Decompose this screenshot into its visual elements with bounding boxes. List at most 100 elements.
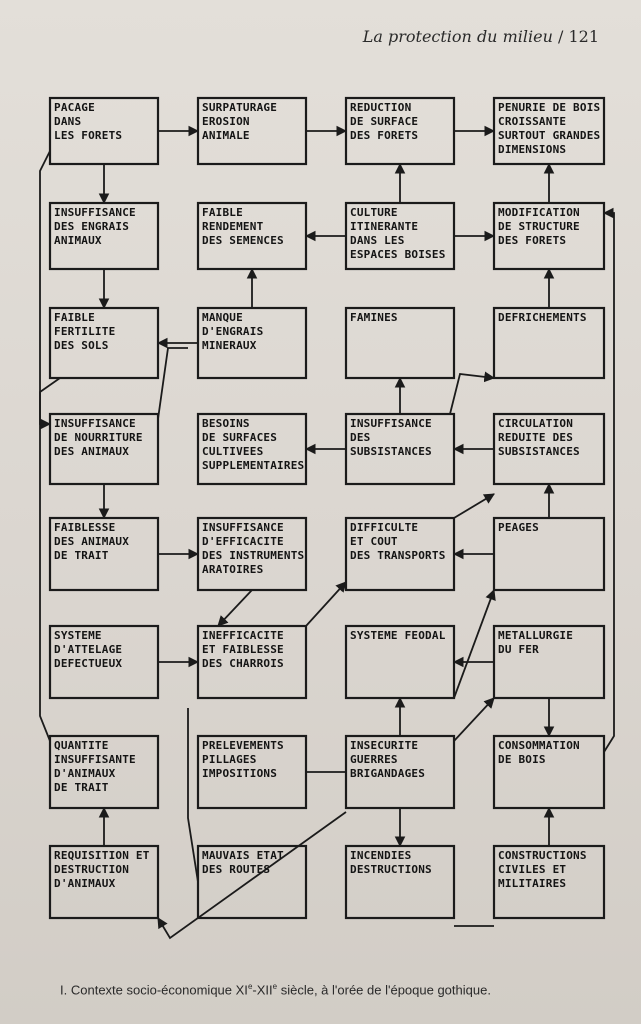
box-label-line: DES SOLS	[54, 339, 109, 352]
link-inefficacite-difficulte	[305, 581, 347, 627]
box-label-line: DE STRUCTURE	[498, 220, 580, 233]
box-frame	[196, 96, 308, 166]
box-frame	[492, 201, 606, 271]
box-label-line: DES ROUTES	[202, 863, 270, 876]
box-label-line: SUBSISTANCES	[350, 445, 432, 458]
box-frame	[344, 96, 456, 166]
box-frame	[48, 306, 160, 380]
box-frame	[196, 844, 308, 920]
box-label-line: DES FORETS	[350, 129, 418, 142]
box-label-line: DANS LES	[350, 234, 405, 247]
box-label-line: CIVILES ET	[498, 863, 566, 876]
box-frame	[196, 734, 308, 810]
caption-sup-a: e	[247, 982, 253, 991]
caption-number: I.	[60, 982, 68, 998]
box-label-line: DES CHARROIS	[202, 657, 284, 670]
box-label-line: QUANTITE	[54, 739, 109, 752]
box-label-line: SYSTEME FEODAL	[350, 629, 446, 642]
box-frame	[196, 624, 308, 700]
box-label-line: ESPACES BOISES	[350, 248, 446, 261]
box-label-line: D'ANIMAUX	[54, 767, 116, 780]
box-label-line: EROSION	[202, 115, 250, 128]
box-label-line: DE BOIS	[498, 753, 546, 766]
box-label-line: DEFRICHEMENTS	[498, 311, 587, 324]
box-label-line: INSUFFISANCE	[54, 206, 136, 219]
box-frame	[48, 624, 160, 700]
caption-sup-b: e	[272, 982, 278, 991]
box-label-line: DE TRAIT	[54, 781, 109, 794]
box-label-line: CULTIVEES	[202, 445, 263, 458]
box-label-line: DES ANIMAUX	[54, 445, 129, 458]
box-frame	[344, 201, 456, 271]
box-frame	[344, 624, 456, 700]
box-label-line: PEAGES	[498, 521, 539, 534]
box-frame	[48, 734, 160, 810]
box-label-line: PENURIE DE BOIS	[498, 101, 600, 114]
box-frame	[492, 306, 606, 380]
box-label-line: MILITAIRES	[498, 877, 566, 890]
loop-pacage-nourriture	[39, 150, 52, 430]
box-label-line: ARATOIRES	[202, 563, 263, 576]
box-label-line: DE SURFACES	[202, 431, 277, 444]
box-label-line: RENDEMENT	[202, 220, 264, 233]
box-label-line: D'EFFICACITE	[202, 535, 284, 548]
link-insecurite-requisition	[157, 811, 347, 940]
box-label-line: D'ANIMAUX	[54, 877, 116, 890]
box-label-line: REDUITE DES	[498, 431, 573, 444]
link-insecurite-metallurgie	[453, 697, 495, 742]
box-label-line: PRELEVEMENTS	[202, 739, 284, 752]
box-label-line: DIMENSIONS	[498, 143, 566, 156]
diagram-box-peages: PEAGES	[492, 516, 606, 592]
box-label-line: INEFFICACITE	[202, 629, 284, 642]
box-frame	[196, 201, 308, 271]
box-frame	[344, 412, 456, 486]
loop-left-lower	[39, 377, 61, 742]
box-label-line: REDUCTION	[350, 101, 411, 114]
box-label-line: CONSOMMATION	[498, 739, 580, 752]
box-label-line: DES ANIMAUX	[54, 535, 129, 548]
box-frame	[48, 516, 160, 592]
link-efficacite-inefficacite	[217, 589, 253, 627]
box-label-line: FAIBLE	[54, 311, 95, 324]
box-label-line: DE SURFACE	[350, 115, 418, 128]
box-label-line: CIRCULATION	[498, 417, 573, 430]
box-label-line: INSUFFISANCE	[202, 521, 284, 534]
box-frame	[48, 96, 160, 166]
box-label-line: SYSTEME	[54, 629, 102, 642]
link-nourriture-besoins	[157, 347, 188, 420]
caption-century-b: XII	[256, 982, 273, 998]
box-label-line: CONSTRUCTIONS	[498, 849, 587, 862]
caption-text-after: siècle, à l'orée de l'époque gothique.	[280, 982, 491, 998]
box-label-line: D'ATTELAGE	[54, 643, 122, 656]
box-label-line: DE NOURRITURE	[54, 431, 143, 444]
box-label-line: IMPOSITIONS	[202, 767, 277, 780]
box-label-line: SURTOUT GRANDES	[498, 129, 600, 142]
link-difficulte-circulation	[453, 493, 495, 519]
box-label-line: DE TRAIT	[54, 549, 109, 562]
box-frame	[344, 306, 456, 380]
box-label-line: MAUVAIS ETAT	[202, 849, 284, 862]
link-subsistances-defrichements	[449, 371, 496, 415]
box-frame	[196, 516, 308, 592]
box-label-line: DES SEMENCES	[202, 234, 284, 247]
box-label-line: METALLURGIE	[498, 629, 573, 642]
box-label-line: FAIBLESSE	[54, 521, 115, 534]
box-frame	[344, 734, 456, 810]
box-frame	[492, 96, 606, 166]
